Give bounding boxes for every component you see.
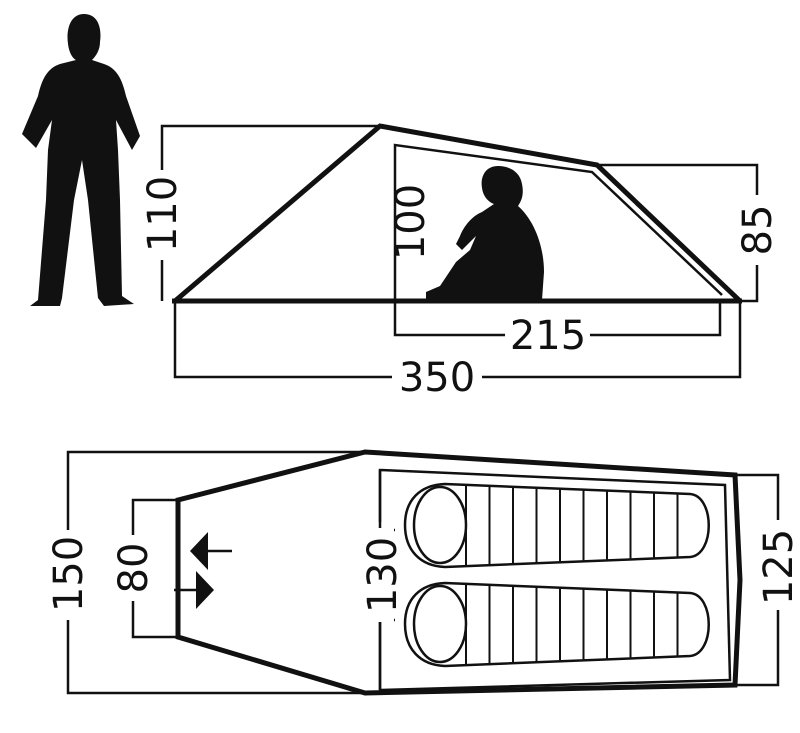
- dim-line-215-right: [590, 301, 722, 337]
- dim-label-110: 110: [140, 176, 186, 252]
- dim-label-150: 150: [46, 536, 92, 612]
- inner-tent-side: [393, 143, 723, 301]
- dim-line-350-left: [173, 301, 392, 379]
- dim-label-80: 80: [111, 543, 157, 594]
- dim-line-350-right: [482, 301, 742, 379]
- door-arrows-icon: [174, 532, 232, 609]
- dim-label-350: 350: [399, 355, 475, 401]
- dim-line-215-left: [393, 301, 505, 337]
- tent-outline-top: [175, 449, 743, 696]
- side-view: 110 100 85 215 350: [140, 123, 781, 401]
- dim-label-85: 85: [735, 205, 781, 256]
- top-view: 150 80 130 125: [46, 449, 800, 696]
- tent-outline-side: [173, 123, 742, 303]
- dim-label-130: 130: [360, 537, 406, 613]
- standing-person-silhouette: [22, 14, 140, 306]
- dim-label-100: 100: [388, 184, 434, 260]
- sitting-person-silhouette: [426, 166, 544, 300]
- dim-label-125: 125: [756, 529, 800, 605]
- sleeping-bag-1: [403, 482, 710, 569]
- dim-label-215: 215: [510, 313, 586, 359]
- sleeping-bag-2: [403, 581, 710, 668]
